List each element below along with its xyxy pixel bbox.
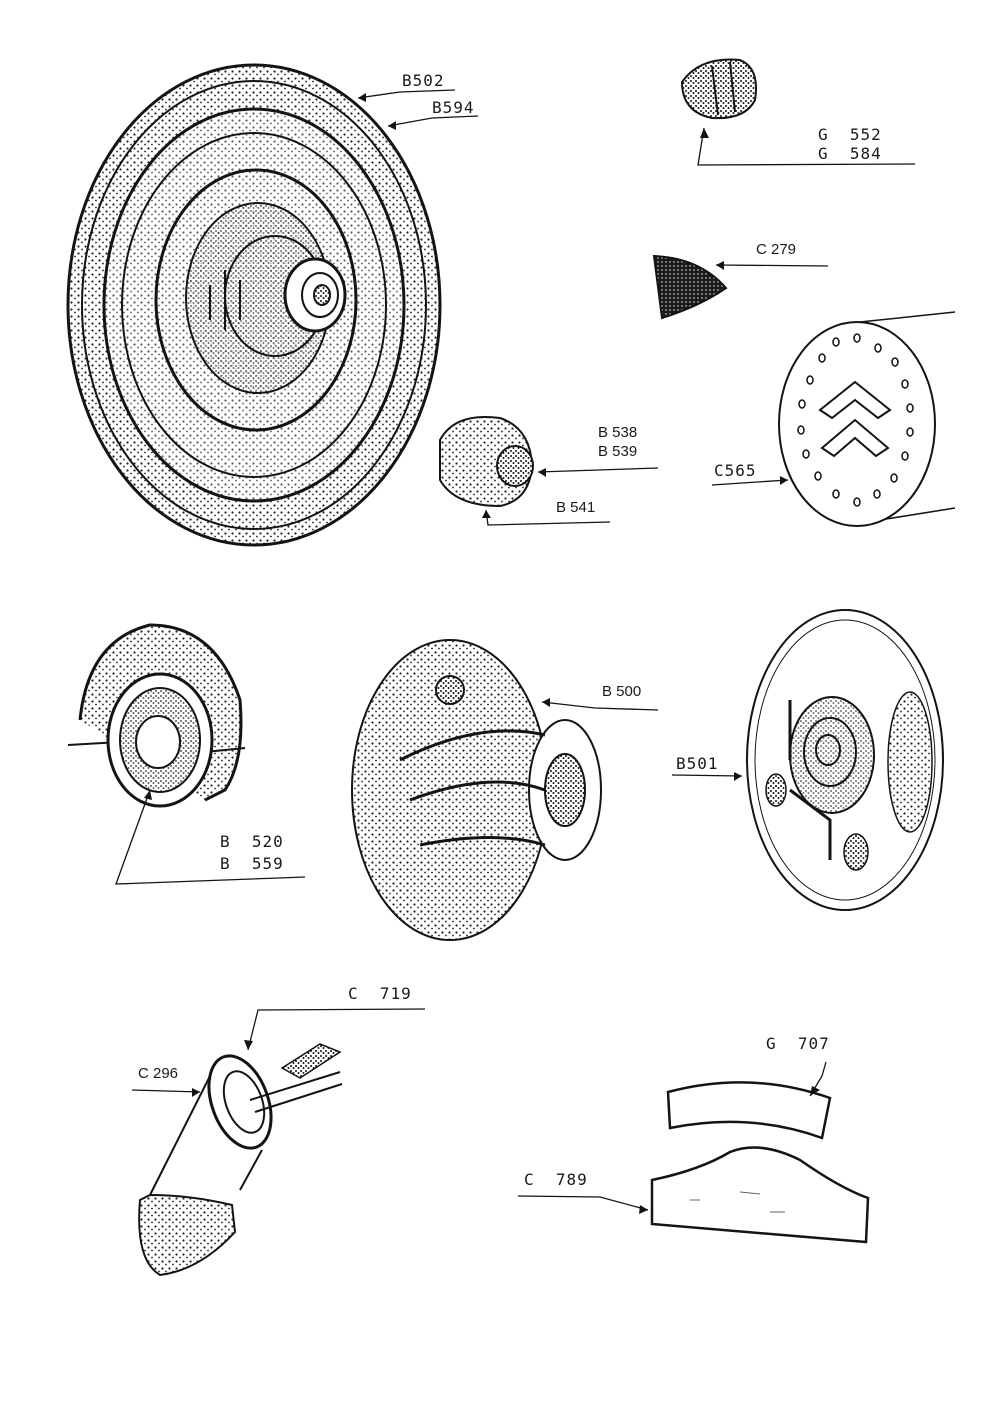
label-c296: C 296 bbox=[138, 1065, 179, 1082]
label-c565: C565 bbox=[714, 461, 757, 480]
label-b594: B594 bbox=[432, 98, 475, 117]
arm-figure bbox=[138, 1043, 343, 1277]
large-disc-figure bbox=[66, 63, 442, 547]
curved-fragment-figure bbox=[666, 1081, 832, 1140]
label-c279: C 279 bbox=[756, 241, 797, 258]
base-fragment-figure bbox=[650, 1146, 870, 1244]
dark-wedge-figure bbox=[652, 254, 728, 320]
wheel-figure bbox=[67, 623, 246, 808]
decorated-disc-figure bbox=[746, 609, 944, 911]
arrow-heads bbox=[144, 93, 820, 1214]
oval-plaque-figure bbox=[778, 311, 956, 527]
leader-lines bbox=[115, 89, 916, 1211]
label-b559: B 559 bbox=[220, 854, 284, 873]
label-b520: B 520 bbox=[220, 832, 284, 851]
label-b538: B 538 bbox=[598, 424, 638, 441]
label-g552: G 552 bbox=[818, 125, 882, 144]
label-g707: G 707 bbox=[766, 1034, 830, 1053]
label-g584: G 584 bbox=[818, 144, 882, 163]
small-knob-figure bbox=[439, 416, 534, 508]
label-c789: C 789 bbox=[524, 1170, 588, 1189]
shield-boss-figure bbox=[351, 639, 602, 941]
label-b501: B501 bbox=[676, 754, 719, 773]
label-b502: B502 bbox=[402, 71, 445, 90]
label-c719: C 719 bbox=[348, 984, 412, 1003]
small-bead-figure bbox=[680, 58, 757, 120]
label-b541: B 541 bbox=[556, 499, 596, 516]
label-b539: B 539 bbox=[598, 443, 638, 460]
label-b500: B 500 bbox=[602, 683, 642, 700]
